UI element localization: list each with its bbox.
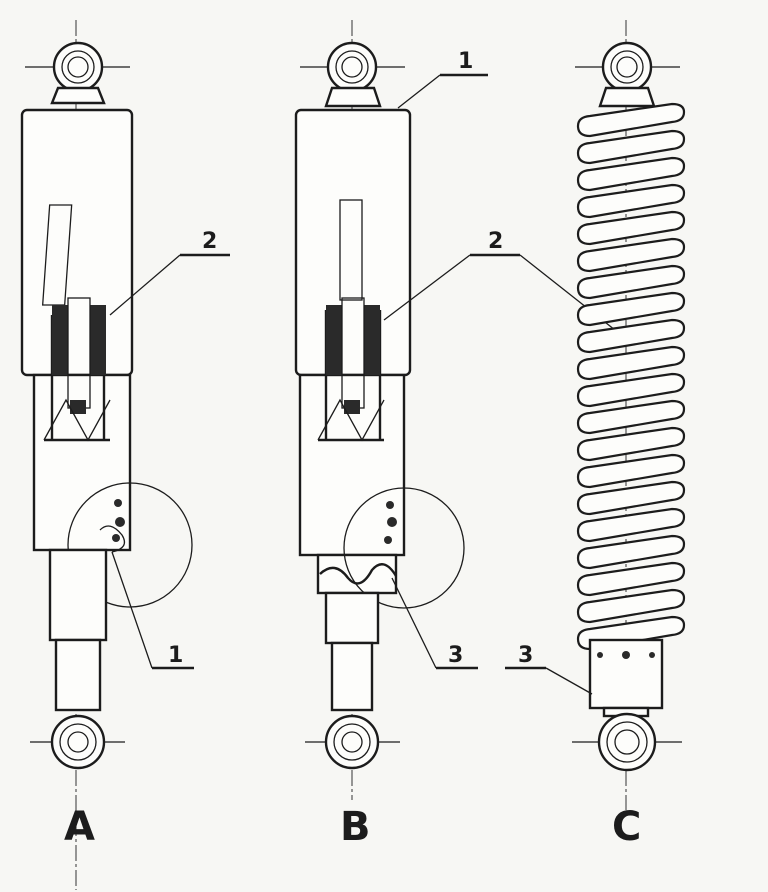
- callout-a-1: 1: [168, 643, 183, 668]
- callout-b-1: 1: [458, 49, 473, 74]
- caption-c: C: [612, 804, 641, 850]
- caption-a: A: [64, 804, 95, 850]
- spring-coil: [576, 210, 686, 246]
- spring-coil: [576, 102, 686, 138]
- spring-coil: [576, 156, 686, 192]
- spring-coil: [576, 129, 686, 165]
- spring-coil: [576, 183, 686, 219]
- view-c-absorber: [505, 20, 686, 810]
- spring-coil: [576, 399, 686, 435]
- spring-coil: [576, 534, 686, 570]
- spring-coil: [576, 507, 686, 543]
- spring-coils: [576, 102, 686, 651]
- callout-b-3: 3: [448, 643, 463, 668]
- spring-coil: [576, 480, 686, 516]
- spring-coil: [576, 426, 686, 462]
- callout-b-2: 2: [488, 229, 503, 254]
- view-a-absorber: [20, 20, 230, 890]
- spring-coil: [576, 588, 686, 624]
- spring-coil: [576, 291, 686, 327]
- spring-coil: [576, 453, 686, 489]
- spring-coil: [576, 372, 686, 408]
- spring-coil: [576, 237, 686, 273]
- spring-coil: [576, 264, 686, 300]
- caption-b: B: [340, 804, 371, 850]
- callout-c-3: 3: [518, 643, 533, 668]
- spring-coil: [576, 345, 686, 381]
- spring-coil: [576, 318, 686, 354]
- spring-coil: [576, 561, 686, 597]
- view-b-absorber: [294, 20, 616, 800]
- callout-a-2: 2: [202, 229, 217, 254]
